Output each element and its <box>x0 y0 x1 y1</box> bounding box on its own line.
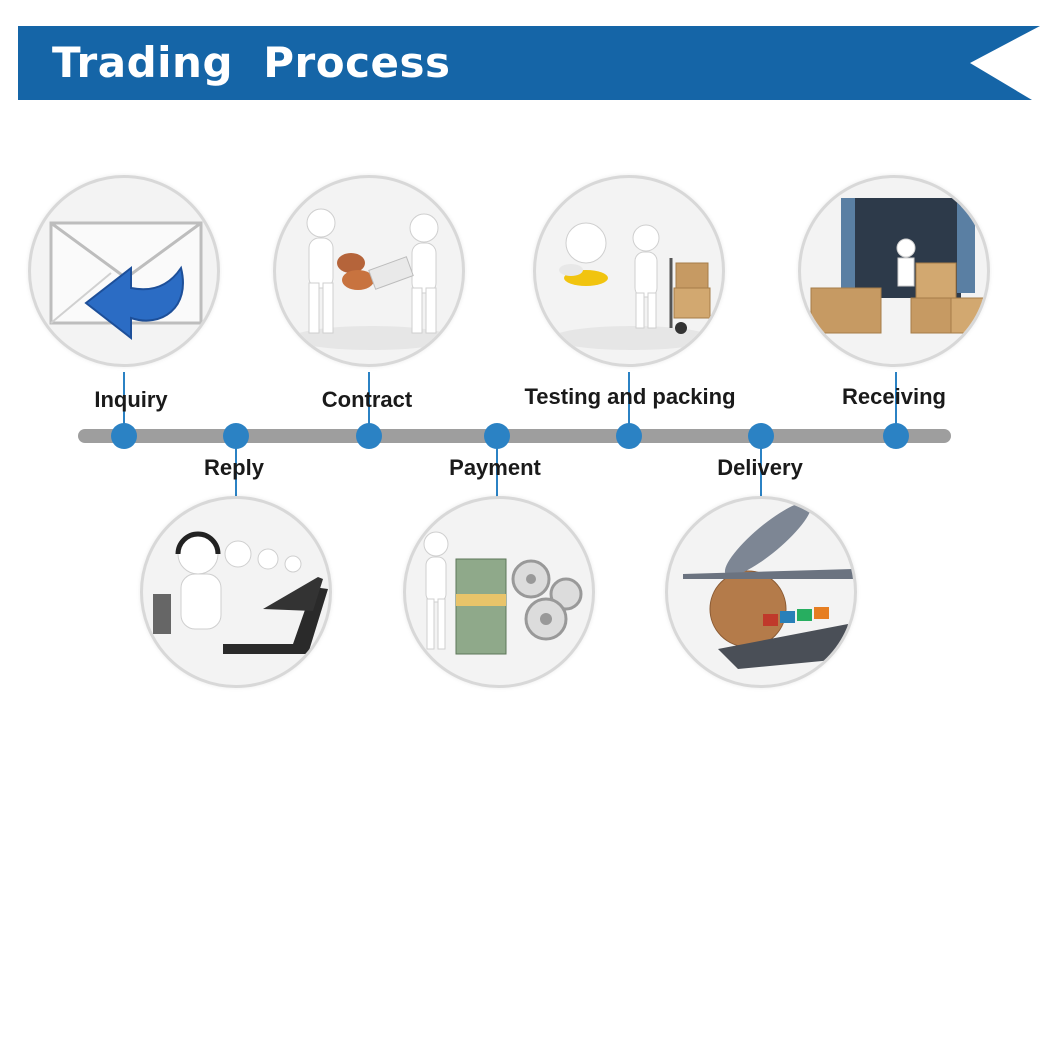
step-label-inquiry: Inquiry <box>94 387 168 412</box>
container-boxes-icon <box>798 175 990 367</box>
step-label-testing-and-packing: Testing and packing <box>524 384 736 409</box>
node-testing <box>616 423 642 449</box>
step-label-reply: Reply <box>204 455 264 480</box>
node-delivery <box>748 423 774 449</box>
call-center-icon <box>140 496 332 688</box>
handshake-figures-icon <box>273 175 465 367</box>
node-inquiry <box>111 423 137 449</box>
step-label-contract: Contract <box>321 387 413 412</box>
hand-truck-boxes-icon <box>533 175 725 367</box>
title-banner <box>18 26 1040 100</box>
plane-ship-globe-icon <box>665 496 857 688</box>
step-label-delivery: Delivery <box>717 455 803 480</box>
envelope-reply-icon <box>28 175 220 367</box>
node-reply <box>223 423 249 449</box>
node-contract <box>356 423 382 449</box>
node-receiving <box>883 423 909 449</box>
page-title: Trading Process <box>52 38 451 87</box>
node-payment <box>484 423 510 449</box>
money-gears-icon <box>403 496 595 688</box>
step-label-receiving: Receiving <box>842 384 946 409</box>
step-label-payment: Payment <box>449 455 541 480</box>
